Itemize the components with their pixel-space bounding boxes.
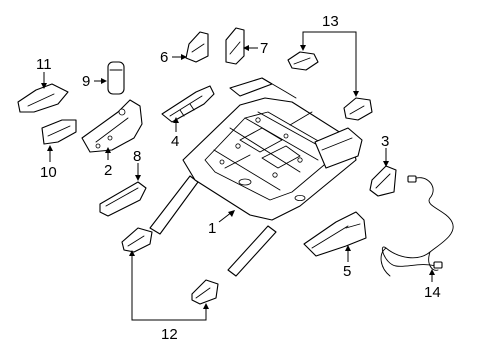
part-7-cover bbox=[225, 27, 245, 65]
leader-lines bbox=[41, 31, 435, 321]
part-13-clip-lower bbox=[343, 97, 373, 121]
part-11-handle bbox=[17, 83, 69, 113]
callout-11: 11 bbox=[36, 56, 52, 73]
callout-9: 9 bbox=[82, 73, 90, 90]
part-2-recliner-plate bbox=[81, 99, 143, 153]
callout-13: 13 bbox=[322, 13, 339, 30]
part-1-seat-track-frame bbox=[149, 77, 363, 277]
callout-8: 8 bbox=[133, 148, 141, 165]
callouts: 1 2 3 4 5 6 7 8 9 10 11 12 13 14 bbox=[36, 13, 441, 343]
callout-3: 3 bbox=[381, 133, 389, 150]
part-3-cover bbox=[369, 165, 397, 197]
callout-1: 1 bbox=[208, 220, 216, 237]
part-10-cap bbox=[41, 119, 77, 145]
part-12-plug-upper bbox=[121, 227, 153, 253]
callout-14: 14 bbox=[424, 284, 441, 301]
callout-10: 10 bbox=[40, 164, 57, 181]
callout-6: 6 bbox=[160, 49, 168, 66]
part-12-plug-lower bbox=[191, 279, 219, 305]
part-6-cover bbox=[185, 31, 209, 63]
callout-5: 5 bbox=[343, 263, 351, 280]
part-13-clip-upper bbox=[287, 51, 319, 71]
callout-7: 7 bbox=[260, 40, 268, 57]
part-5-track-cover bbox=[303, 211, 367, 257]
callout-4: 4 bbox=[171, 133, 179, 150]
callout-2: 2 bbox=[104, 162, 112, 179]
part-14-wire-harness bbox=[380, 175, 454, 277]
part-9-knob bbox=[107, 61, 125, 95]
part-4-bracket bbox=[161, 85, 215, 123]
part-8-link-plate bbox=[99, 181, 147, 217]
callout-12: 12 bbox=[161, 326, 178, 343]
